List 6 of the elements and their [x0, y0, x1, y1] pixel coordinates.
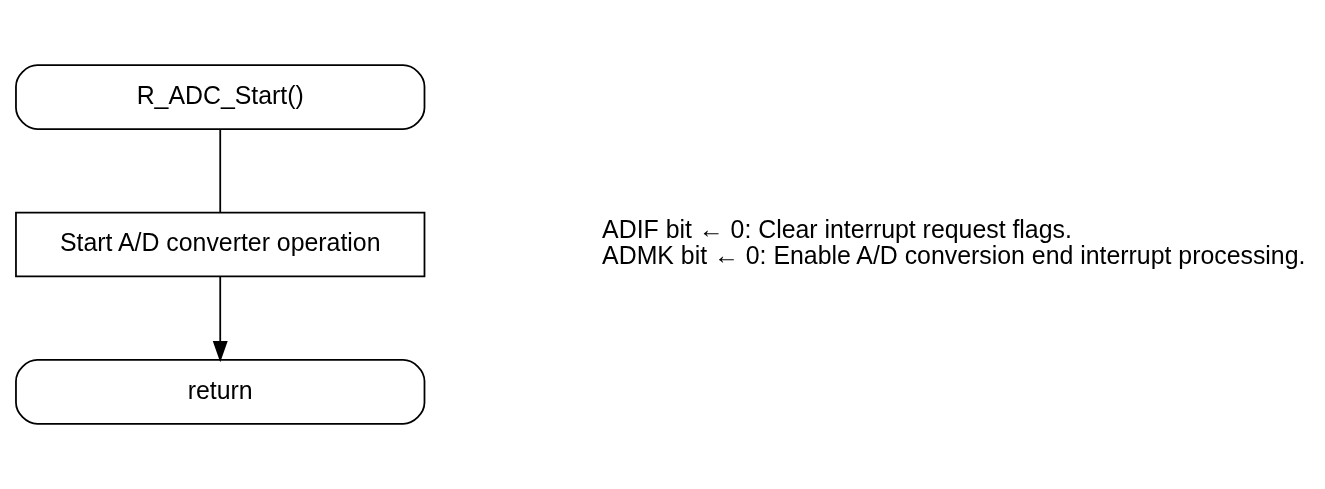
node-box: Start A/D converter operation — [15, 211, 426, 278]
node-box: R_ADC_Start() — [15, 64, 426, 130]
connector — [219, 128, 222, 214]
node-box: return — [15, 359, 426, 425]
node-label: ADIF bit ← 0: Clear interrupt request flags. — [602, 214, 1072, 243]
arrow — [212, 275, 228, 363]
